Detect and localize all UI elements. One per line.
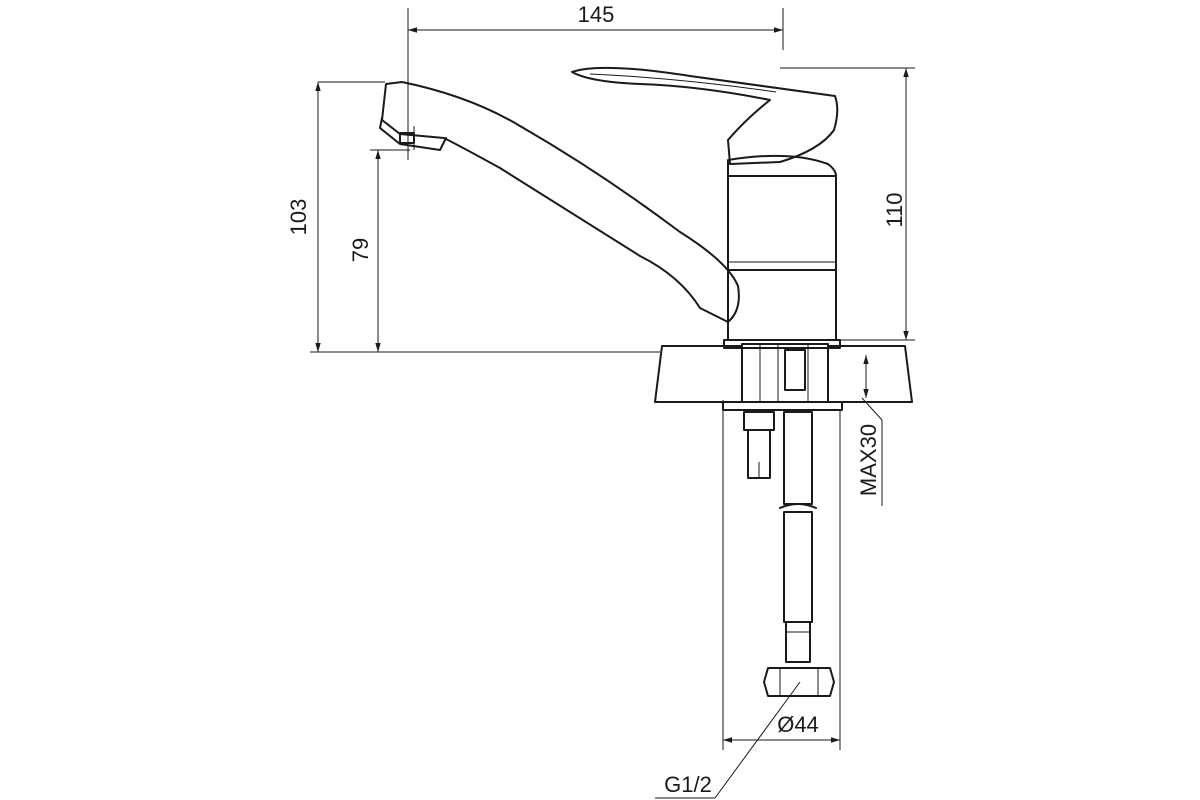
- dim-reach-label: 145: [578, 2, 615, 27]
- dimension-lines: [310, 8, 915, 799]
- dim-hole-diameter-label: Ø44: [777, 712, 819, 737]
- mounting-shank: [741, 343, 829, 403]
- dim-body-height-label: 110: [882, 192, 907, 227]
- dim-total-height-label: 103: [286, 199, 311, 236]
- hex-nut: [763, 667, 835, 697]
- threaded-stud: [743, 411, 775, 479]
- lever-handle: [571, 66, 839, 165]
- dim-max-countertop-label: MAX30: [856, 424, 881, 496]
- spout: [379, 81, 740, 323]
- faucet-body: [723, 154, 841, 349]
- dim-spout-height-label: 79: [348, 238, 373, 262]
- countertop-section: [654, 345, 913, 411]
- dim-thread-label: G1/2: [664, 772, 712, 797]
- flex-hose: [779, 411, 817, 663]
